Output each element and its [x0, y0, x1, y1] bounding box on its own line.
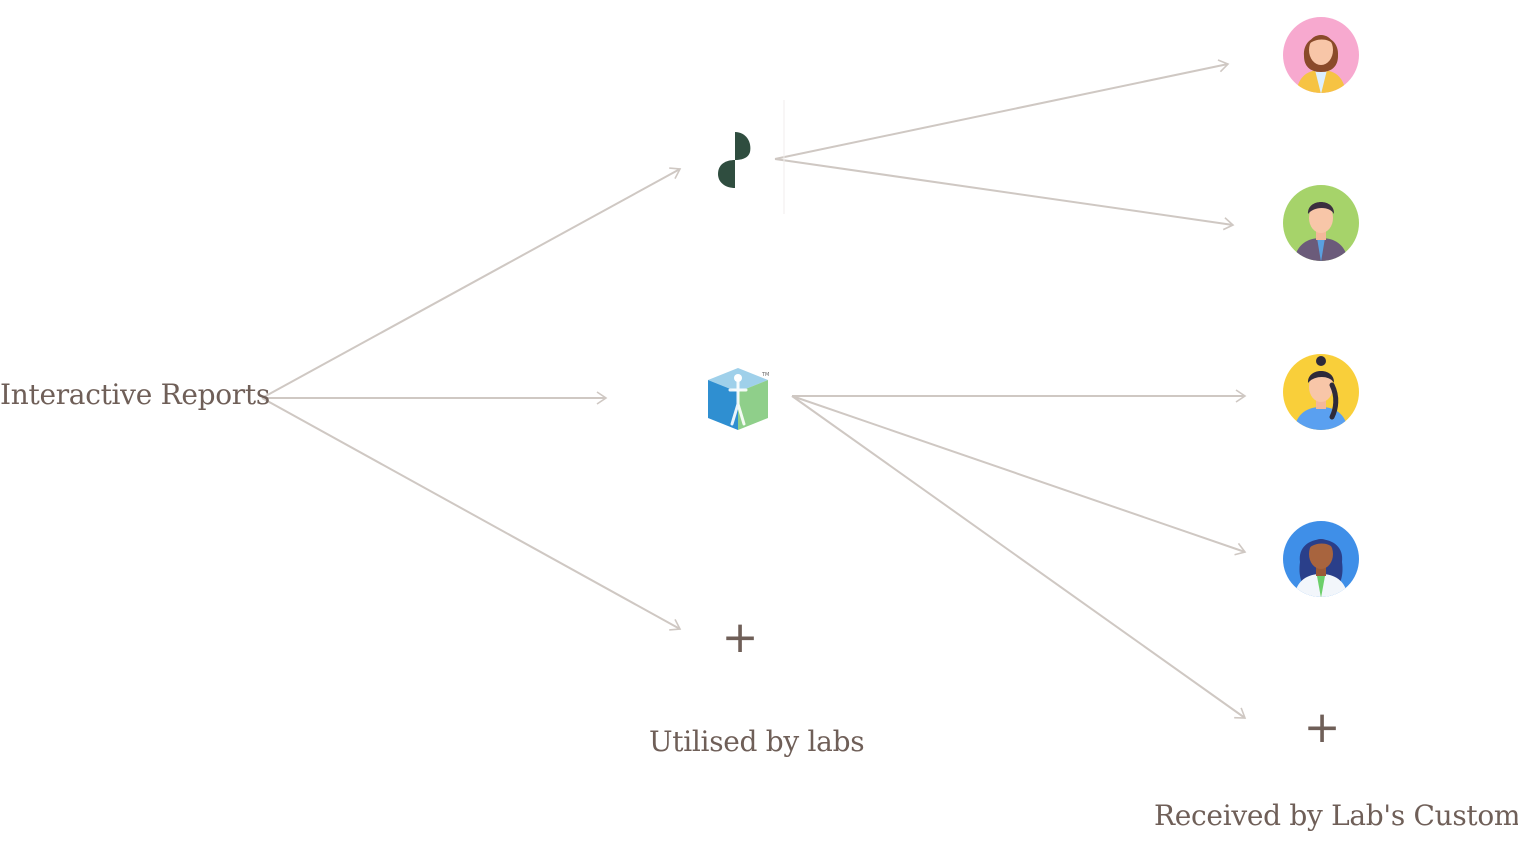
blue-green-cube-body-logo-icon: TM [708, 368, 769, 430]
woman-blue-background-avatar-icon [1283, 521, 1359, 597]
woman-yellow-background-avatar-icon [1283, 354, 1359, 430]
arrow-lab-b-to-customer-4 [791, 395, 1247, 556]
woman-pink-background-avatar-icon [1283, 17, 1359, 93]
arrow-lab-a-to-customer-2 [774, 158, 1235, 231]
arrow-lab-a-to-customer-1 [774, 59, 1230, 160]
arrow-source-to-lab-a [261, 167, 682, 399]
source-label: Interactive Reports [0, 378, 270, 411]
more-customers-plus-icon: + [1303, 702, 1341, 753]
customers-label: Received by Lab's Customers [1154, 799, 1518, 832]
more-labs-plus-icon: + [721, 612, 759, 663]
arrow-source-to-more-labs [261, 397, 682, 631]
labs-label: Utilised by labs [649, 725, 865, 758]
svg-text:TM: TM [761, 372, 769, 378]
man-green-background-avatar-icon [1283, 185, 1359, 261]
dark-green-leaf-logo-icon [718, 132, 751, 188]
arrow-lab-b-to-more-customers [791, 395, 1247, 719]
